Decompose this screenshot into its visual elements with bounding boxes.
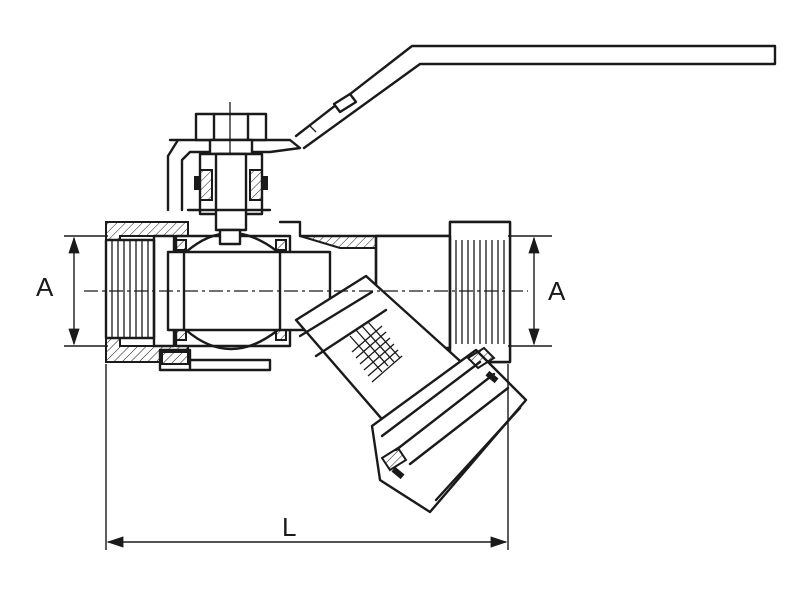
dimension-a-left: A	[36, 235, 108, 347]
stem-nut	[194, 102, 268, 230]
dimension-label-a-right: A	[548, 276, 566, 306]
dimension-label-l: L	[282, 512, 296, 542]
valve-stem	[186, 152, 272, 232]
dimension-a-right: A	[508, 235, 566, 347]
dimension-label-a-left: A	[36, 272, 54, 302]
strainer-mesh	[349, 321, 403, 383]
dimension-l: L	[105, 364, 509, 550]
lever-handle	[166, 44, 777, 212]
strainer-leg	[294, 274, 528, 514]
valve-body-left	[104, 221, 272, 372]
